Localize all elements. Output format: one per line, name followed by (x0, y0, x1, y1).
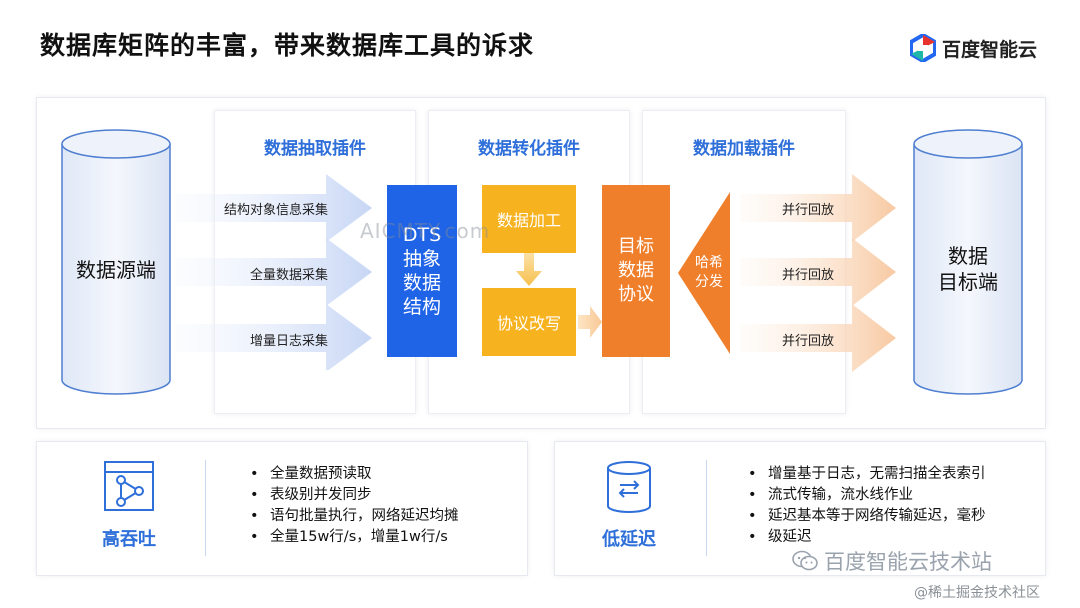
protocol-line-2: 数据 (618, 260, 654, 281)
low-latency-bullets: 增量基于日志，无需扫描全表索引 流式传输，流水线作业 延迟基本等于网络传输延迟，… (742, 464, 986, 548)
load-arrow-1 (740, 174, 896, 242)
list-item: 全量数据预读取 (244, 464, 459, 485)
logo-text: 百度智能云 (942, 38, 1038, 61)
target-database-icon (913, 129, 1023, 395)
brand-logo: 百度智能云 (910, 34, 1037, 62)
extract-arrows (176, 174, 372, 370)
list-item: 延迟基本等于网络传输延迟，毫秒 (742, 506, 986, 527)
load-arrow-3 (740, 304, 896, 372)
source-label: 数据源端 (76, 258, 156, 282)
protocol-rewrite-box: 协议改写 (482, 288, 576, 356)
page-title: 数据库矩阵的丰富，带来数据库工具的诉求 (40, 31, 535, 60)
high-throughput-divider (205, 460, 206, 556)
load-item-2: 并行回放 (781, 268, 834, 283)
load-plugin-title: 数据加载插件 (693, 139, 795, 159)
cloud-logo-icon (910, 34, 936, 62)
target-label-line1: 数据 (948, 244, 988, 268)
protocol-line-1: 目标 (618, 236, 654, 257)
extract-arrow-3 (176, 304, 372, 370)
list-item: 流式传输，流水线作业 (742, 485, 986, 506)
high-throughput-label: 高吞吐 (102, 529, 156, 550)
dts-line-1: DTS (402, 224, 442, 246)
throughput-network-icon (104, 461, 154, 511)
channel-watermark-text: 百度智能云技术站 (824, 550, 992, 574)
transform-plugin-title: 数据转化插件 (478, 139, 580, 159)
dts-abstract-structure-box: DTS 抽象 数据 结构 (387, 185, 457, 357)
extract-item-2: 全量数据采集 (249, 268, 328, 283)
dts-line-2: 抽象 (402, 248, 441, 270)
target-protocol-box: 目标 数据 协议 (602, 185, 670, 357)
load-arrows (740, 174, 896, 372)
community-watermark: @稀土掘金技术社区 (914, 585, 1040, 601)
hash-distribution-triangle (678, 192, 730, 354)
target-label: 数据 目标端 (912, 243, 1024, 295)
hash-line-1: 哈希 (695, 255, 723, 271)
low-latency-divider (706, 460, 707, 556)
overlay-watermark: AICMTY.com (360, 219, 491, 243)
down-arrow-icon (516, 253, 542, 286)
list-item: 语句批量执行，网络延迟均摊 (244, 506, 459, 527)
hash-line-2: 分发 (695, 274, 723, 290)
right-arrow-icon (578, 306, 602, 338)
extract-arrow-1 (176, 174, 372, 242)
high-throughput-bullets: 全量数据预读取 表级别并发同步 语句批量执行，网络延迟均摊 全量15w行/s，增… (244, 464, 459, 548)
load-arrow-2 (740, 238, 896, 306)
data-process-box: 数据加工 (482, 185, 576, 253)
list-item: 全量15w行/s，增量1w行/s (244, 527, 459, 548)
latency-database-icon (607, 461, 651, 513)
list-item: 表级别并发同步 (244, 485, 459, 506)
protocol-line-3: 协议 (618, 284, 654, 305)
wechat-icon (792, 550, 818, 571)
source-database-icon (61, 129, 171, 395)
dts-line-4: 结构 (402, 296, 441, 318)
channel-watermark: 百度智能云技术站 (792, 546, 992, 576)
hash-distribution-label: 哈希 分发 (690, 254, 728, 292)
extract-item-3: 增量日志采集 (249, 334, 328, 349)
low-latency-label: 低延迟 (602, 529, 656, 550)
extract-plugin-title: 数据抽取插件 (264, 139, 366, 159)
extract-item-1: 结构对象信息采集 (223, 203, 328, 218)
extract-arrow-2 (176, 238, 372, 306)
load-item-3: 并行回放 (781, 334, 834, 349)
list-item: 增量基于日志，无需扫描全表索引 (742, 464, 986, 485)
load-item-1: 并行回放 (781, 203, 834, 218)
target-label-line2: 目标端 (938, 270, 998, 294)
list-item: 级延迟 (742, 527, 986, 548)
dts-line-3: 数据 (402, 272, 441, 294)
